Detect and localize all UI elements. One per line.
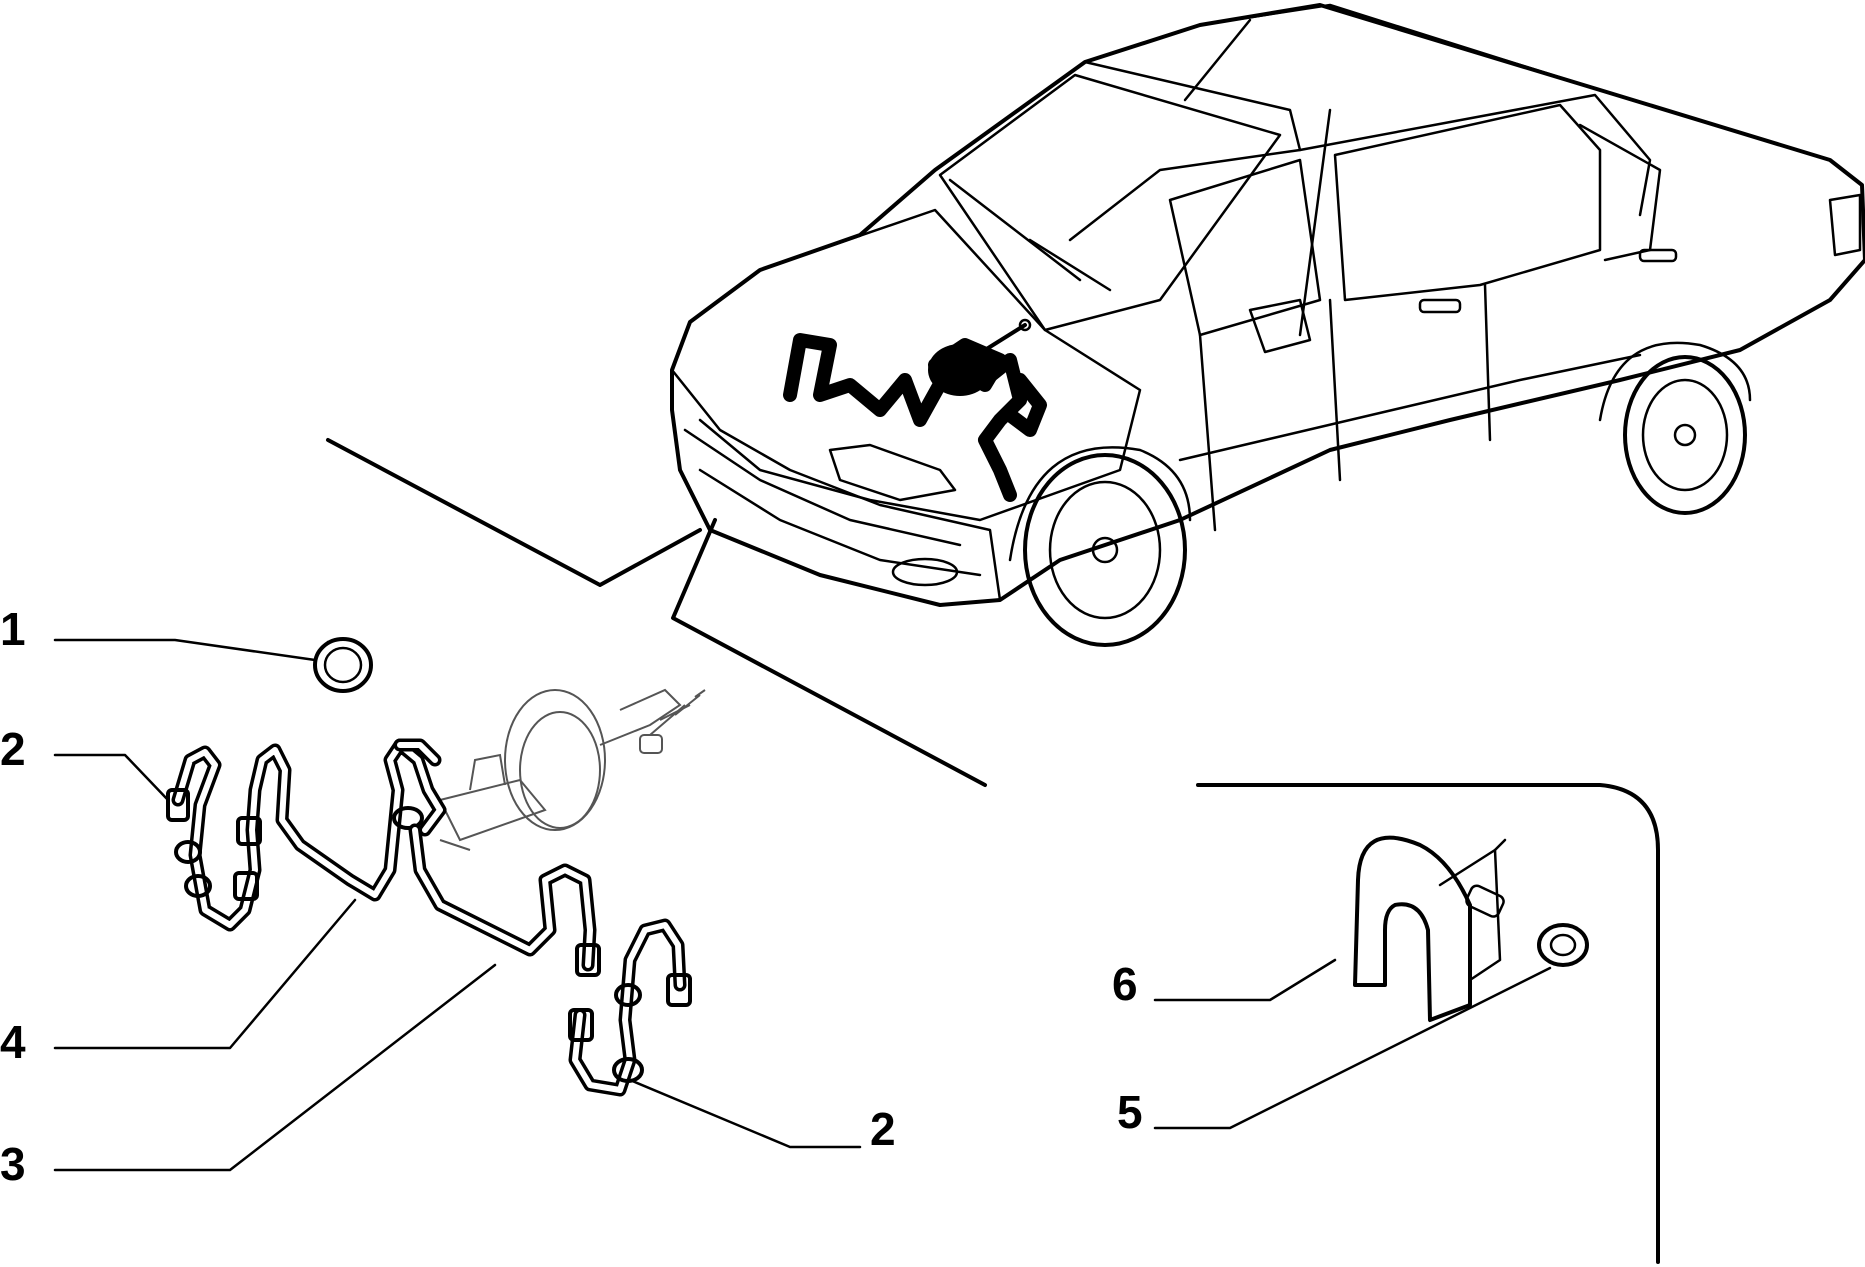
- callout-3: 3: [0, 1138, 26, 1190]
- car-illustration: [670, 3, 1865, 647]
- leader-lines: [53, 638, 1552, 1172]
- detail-pointer-lines: [326, 438, 1660, 1264]
- master-cylinder-booster: [438, 688, 706, 851]
- callout-6: 6: [1112, 958, 1138, 1010]
- right-brake-hose-assembly: [408, 823, 692, 1097]
- leader-line-1: [53, 638, 317, 662]
- leader-line-2-left: [53, 753, 170, 802]
- callout-4: 4: [0, 1016, 26, 1068]
- callout-2-left: 2: [0, 723, 26, 775]
- leader-line-4: [53, 898, 357, 1050]
- leader-line-2-right: [628, 1078, 862, 1149]
- bush-bracket-part: [1353, 835, 1507, 1022]
- leader-line-3: [53, 963, 497, 1172]
- leader-line-6: [1153, 958, 1337, 1002]
- grommet-part: [313, 637, 373, 693]
- callout-1: 1: [0, 603, 26, 655]
- callout-5: 5: [1117, 1086, 1143, 1138]
- nut-part: [1537, 923, 1589, 967]
- leader-line-5: [1153, 966, 1552, 1130]
- callout-2-right: 2: [870, 1103, 896, 1155]
- left-brake-hose-assembly: [166, 738, 447, 932]
